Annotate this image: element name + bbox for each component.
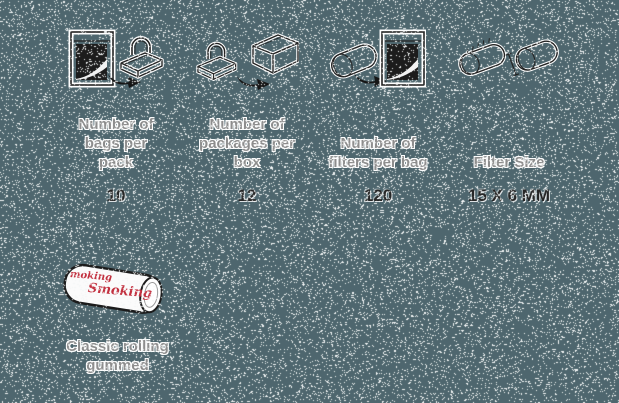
filter-size-icon <box>443 28 575 92</box>
product-label: Classic rolling gummed <box>35 337 200 375</box>
spec-value: 10 <box>107 186 126 206</box>
spec-column-bags-per-pack: Number of bags per pack 10 <box>50 28 182 206</box>
spec-column-packages-per-box: Number of packages per box 12 <box>181 28 313 206</box>
bag-to-pack-icon <box>68 29 164 91</box>
spec-value: 15 X 6 MM <box>468 186 550 206</box>
spec-value: 12 <box>238 186 257 206</box>
spec-label: Filter Size <box>474 153 545 172</box>
box-icon <box>253 35 298 73</box>
pack-icon <box>198 43 236 79</box>
spec-column-filter-size: Filter Size 15 X 6 MM <box>443 28 575 206</box>
filter-diameter-icon <box>506 38 561 76</box>
pack-icon <box>121 38 162 77</box>
filter-length-icon <box>457 35 507 77</box>
filters-per-bag-icon <box>312 28 444 92</box>
spec-label: Number of packages per box <box>199 115 295 172</box>
rolling-paper-tube-image: moking Smoking <box>58 256 182 328</box>
spec-label: Number of filters per bag <box>328 134 427 172</box>
bag-icon <box>382 32 424 85</box>
spec-value: 120 <box>364 186 392 206</box>
packages-per-box-icon <box>181 28 313 92</box>
rolling-paper-tube-icon: moking Smoking <box>58 256 182 328</box>
bag-icon <box>71 32 113 85</box>
spec-label: Number of bags per pack <box>79 115 154 172</box>
filter-to-bag-icon <box>330 29 426 91</box>
spec-column-filters-per-bag: Number of filters per bag 120 <box>312 28 444 206</box>
pack-to-box-icon <box>195 29 299 91</box>
filter-dimensions-icon <box>457 31 561 89</box>
arrow-icon <box>237 76 270 90</box>
bags-per-pack-icon <box>50 28 182 92</box>
